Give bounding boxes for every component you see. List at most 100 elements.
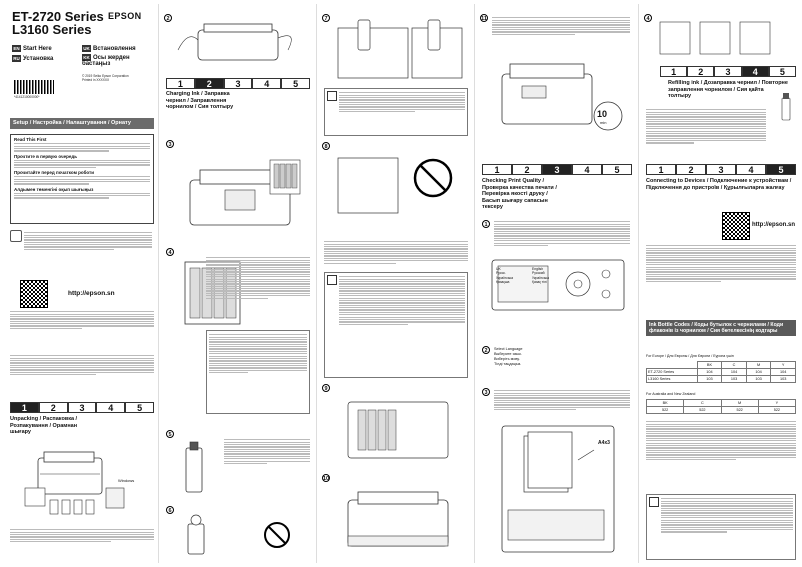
lang-option[interactable]: UK	[496, 267, 501, 271]
tank-close-drawing	[347, 401, 449, 459]
step-4: 4	[572, 164, 602, 175]
step-1: 1	[660, 66, 688, 77]
ink-column-1: 2 1 2 3 4 5 Charging Ink / Заправка черн…	[162, 0, 312, 567]
connecting-title: Connecting to Devices / Подключение к ус…	[646, 178, 792, 191]
step-2: 2	[194, 78, 224, 89]
prohibited-icon	[262, 520, 292, 550]
read-first-uk: Прочитайте перед початком роботи	[14, 170, 95, 175]
code-header: C	[683, 399, 722, 407]
ink-codes-text	[646, 420, 796, 462]
lang-option[interactable]: Қазақ тілі	[532, 280, 547, 285]
barcode-text: *4141210000000*	[14, 95, 40, 99]
table-cell: 103	[696, 375, 723, 383]
step-number: 3	[166, 140, 174, 148]
lang-code: UK	[82, 44, 91, 52]
bottle-cap-illustration	[176, 512, 216, 560]
paper-load-drawing	[501, 425, 615, 553]
code-header: Y	[757, 399, 797, 407]
language-menu: UK Русск. Українська Қазақша	[496, 267, 546, 285]
charging-ink-title: Charging Ink / Заправка чернил / Заправл…	[166, 91, 234, 110]
step-indicator-quality: 1 2 3 4 5	[482, 164, 632, 175]
select-language-kk: Тілді таңдаңыз.	[494, 362, 522, 366]
lang-option[interactable]: Қазақша	[496, 280, 510, 285]
lang-code: EN	[12, 44, 21, 52]
step-indicator-refill: 1 2 3 4 5	[660, 66, 797, 77]
language-menu-2: English Русский Українська Қазақ тілі	[532, 267, 582, 285]
australia-codes-table: BK C M Y 522 522 522 522	[645, 399, 797, 414]
setup-header: Setup / Настройка / Налаштування / Орнат…	[10, 118, 154, 129]
cap-drawing	[187, 514, 205, 555]
step-4: 4	[96, 402, 126, 413]
step-5: 5	[125, 402, 154, 413]
separator	[474, 4, 475, 563]
step-2: 2	[512, 164, 542, 175]
lang-option[interactable]: Русск.	[496, 271, 506, 276]
step-number: 3	[482, 388, 490, 396]
printer-illustration-3	[170, 150, 310, 240]
step-4-text	[206, 256, 310, 300]
model-title: ET-2720 Series L3160 Series	[12, 10, 104, 36]
print-result-illustration	[654, 18, 794, 58]
table-cell: 522	[720, 406, 759, 414]
table-cell: ET-2720 Series	[646, 368, 698, 376]
windows-info-block: http://epson.sn	[10, 230, 154, 310]
printer-illustration-11	[492, 44, 632, 144]
lang-label: Встановлення	[93, 46, 136, 52]
connect-qr	[722, 212, 750, 240]
read-first-title: Read This First	[14, 137, 47, 142]
prohibited-illustration	[328, 148, 468, 228]
print-result-drawing	[659, 21, 771, 55]
connect-url: http://epson.sn	[752, 222, 795, 228]
lang-option[interactable]: Українська	[496, 275, 513, 280]
table-row: 522 522 522 522	[645, 406, 797, 414]
info-icon	[10, 230, 22, 242]
select-language-block: Select Language Выберите язык. Виберіть …	[494, 347, 630, 367]
lang-label: Start Here	[23, 46, 52, 52]
step-4: 4	[252, 78, 282, 89]
step-4: 4	[736, 164, 766, 175]
step-11-text	[492, 16, 630, 36]
unpacking-title: Unpacking / Распаковка / Розпакування / …	[10, 416, 78, 435]
step-4: 4	[741, 66, 769, 77]
timer-unit: min	[600, 120, 607, 125]
step-number: 2	[482, 346, 490, 354]
separator	[316, 4, 317, 563]
step-5: 5	[768, 66, 797, 77]
checking-print-quality-title: Checking Print Quality / Проверка качест…	[482, 178, 557, 210]
select-language-ru: Выберите язык.	[494, 352, 522, 356]
note-box-7	[324, 88, 468, 136]
printer-closed-drawing	[347, 491, 449, 547]
select-language-en: Select Language	[494, 347, 523, 351]
control-panel-drawing	[491, 259, 625, 311]
separator	[158, 4, 159, 563]
refill-text	[646, 108, 766, 145]
printer-wait-drawing	[501, 63, 623, 131]
step-3: 3	[706, 164, 736, 175]
region-europe: For Europe / Для Европы / Для Європи / Е…	[646, 354, 734, 358]
table-cell: 103	[721, 375, 747, 383]
step-indicator-unpacking: 1 2 3 4 5	[10, 402, 154, 413]
step-2: 2	[687, 66, 715, 77]
refilling-ink-title: Refilling ink / Дозаправка чернил / Повт…	[668, 80, 788, 99]
windows-setup-text	[10, 354, 154, 377]
timer-value: 10	[597, 109, 608, 119]
step-number: 2	[164, 14, 172, 22]
code-header: M	[745, 361, 772, 369]
tank-close-illustration	[328, 392, 468, 466]
step-1: 1	[646, 164, 676, 175]
step-1: 1	[10, 402, 39, 413]
step-3: 3	[714, 66, 742, 77]
paper-load-illustration	[488, 420, 628, 560]
step-3: 3	[542, 164, 572, 175]
note-icon	[327, 91, 337, 101]
step-3: 3	[67, 402, 97, 413]
printer-open-drawing	[189, 159, 301, 226]
printer-drawing	[177, 23, 292, 61]
lang-option[interactable]: English	[532, 267, 544, 271]
code-header: BK	[696, 361, 723, 369]
lang-option[interactable]: Русский	[532, 271, 545, 276]
code-header: M	[720, 399, 759, 407]
lang-option[interactable]: Українська	[532, 275, 549, 280]
